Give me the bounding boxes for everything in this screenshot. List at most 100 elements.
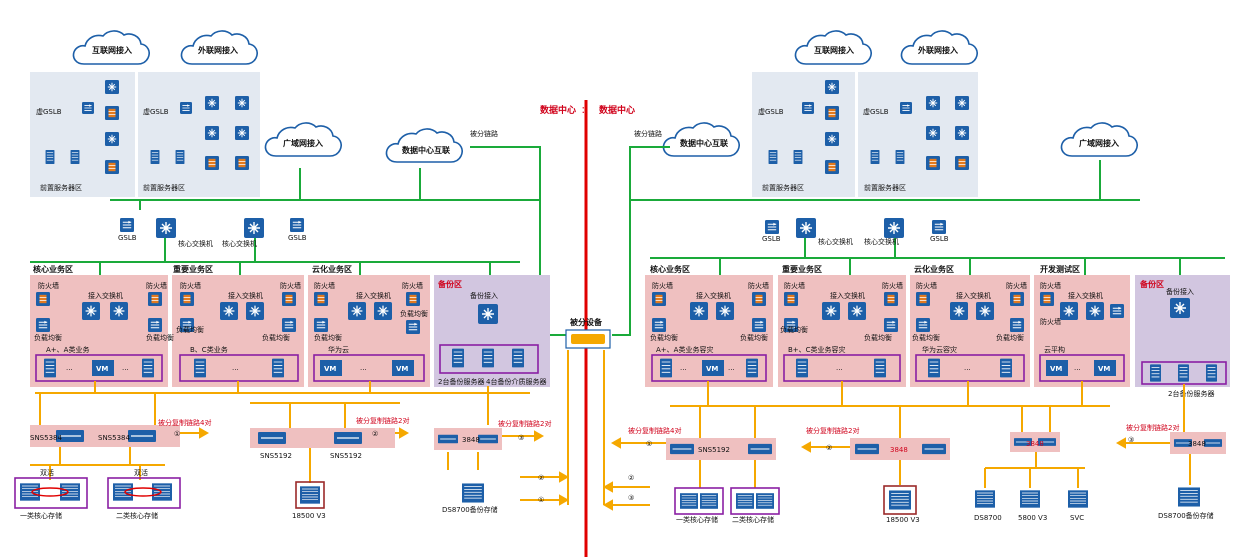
gslb-label-right-2: GSLB xyxy=(930,235,949,243)
server-icon xyxy=(45,150,55,164)
firewall-label: 防火墙 xyxy=(652,281,673,290)
load-balancer-icon xyxy=(148,318,162,332)
dc-right-title: 数据中心 xyxy=(599,104,635,116)
core-switch-icon xyxy=(796,218,816,238)
server-icon xyxy=(482,348,494,368)
storage-icon xyxy=(889,490,911,510)
sw3848-label: 3848 xyxy=(462,436,480,444)
internet-label-right: 互联网接入 xyxy=(814,45,854,55)
load-balance-label: 负载均衡 xyxy=(314,333,342,342)
vm-icon xyxy=(92,360,114,376)
load-balancer-icon xyxy=(884,318,898,332)
right-cloud-server-group xyxy=(915,354,1025,382)
left-cloud-label: 华为云 xyxy=(328,345,349,354)
firewall-icon xyxy=(235,156,249,170)
firewall-icon xyxy=(825,106,839,120)
gslb-icon xyxy=(180,102,192,114)
gslb-virtual-label-r2: 虚GSLB xyxy=(863,107,889,116)
right-backup-servers-label: 2台备份服务器 xyxy=(1168,389,1214,398)
storage-icon xyxy=(700,492,718,510)
num-1: ① xyxy=(646,440,652,448)
load-balance-label: 负载均衡 xyxy=(176,325,204,334)
gslb-icon xyxy=(290,218,304,232)
firewall-icon xyxy=(36,292,50,306)
right-store-2-frame xyxy=(730,487,780,515)
num-3: ③ xyxy=(628,494,634,502)
right-store-2-label: 二类核心存储 xyxy=(732,515,774,524)
storage-icon xyxy=(680,492,698,510)
right-front-panel-1 xyxy=(752,72,855,197)
firewall-icon xyxy=(1010,292,1024,306)
store-18500-frame xyxy=(295,481,325,509)
access-switch-label: 接入交换机 xyxy=(356,291,391,300)
gslb-icon xyxy=(120,218,134,232)
front-zone-label-2: 前置服务器区 xyxy=(143,183,185,192)
firewall-label: 防火墙 xyxy=(402,281,423,290)
right-san-pair-4 xyxy=(1170,432,1226,454)
dc-left-title: 数据中心 xyxy=(540,104,576,116)
gslb-virtual-label-r1: 虚GSLB xyxy=(758,107,784,116)
left-important-zone-title: 重要业务区 xyxy=(173,264,213,274)
right-san-pair-2 xyxy=(850,438,950,460)
server-icon xyxy=(142,358,154,378)
dots: ··· xyxy=(836,366,843,374)
num-3: ③ xyxy=(518,434,524,442)
server-icon xyxy=(512,348,524,368)
storage-icon xyxy=(975,489,995,509)
num-3: ③ xyxy=(1128,436,1134,444)
right-dev-cloud-label: 云平构 xyxy=(1044,345,1065,354)
load-balance-label: 负载均衡 xyxy=(996,333,1024,342)
firewall-label: 防火墙 xyxy=(38,281,59,290)
sns5192-label: SNS5192 xyxy=(260,452,292,460)
firewall-label: 防火墙 xyxy=(1040,281,1061,290)
core-switch-icon xyxy=(244,218,264,238)
vm-label: VM xyxy=(1098,365,1110,373)
repl-2-label-b: 被分复制链路2对 xyxy=(498,419,551,428)
vm-label: VM xyxy=(706,365,718,373)
access-switch-icon xyxy=(1060,302,1078,320)
vm-label: VM xyxy=(324,365,336,373)
right-backup-zone-title: 备份区 xyxy=(1139,279,1164,289)
access-switch-label: 接入交换机 xyxy=(1068,291,1103,300)
load-balance-label: 负载均衡 xyxy=(650,333,678,342)
gslb-virtual-label-1: 虚GSLB xyxy=(36,107,62,116)
vm-label: VM xyxy=(1050,365,1062,373)
left-orange-links xyxy=(30,350,569,505)
num-2: ② xyxy=(628,474,634,482)
access-switch-icon xyxy=(950,302,968,320)
firewall-icon xyxy=(282,292,296,306)
load-balancer-icon xyxy=(406,320,420,334)
firewall-icon xyxy=(916,292,930,306)
access-switch-icon xyxy=(822,302,840,320)
access-switch-icon xyxy=(246,302,264,320)
left-backup-zone xyxy=(434,275,550,387)
dots: ··· xyxy=(360,366,367,374)
s5800-label: 5800 V3 xyxy=(1018,514,1047,522)
storage-icon xyxy=(60,482,80,502)
firewall-icon xyxy=(105,160,119,174)
gslb-icon xyxy=(932,220,946,234)
san-switch-icon xyxy=(670,443,694,455)
vm-label: VM xyxy=(96,365,108,373)
dots: ··· xyxy=(1074,366,1081,374)
load-balance-label: 负载均衡 xyxy=(262,333,290,342)
server-icon xyxy=(1178,364,1189,382)
right-orange-links xyxy=(603,350,1191,505)
switch-icon xyxy=(205,126,219,140)
server-icon xyxy=(793,150,803,164)
core-switch-icon xyxy=(156,218,176,238)
dots: ··· xyxy=(66,366,73,374)
active-ring-icon xyxy=(124,487,162,497)
sns5384-label-2: SNS5384 xyxy=(98,434,130,442)
gslb-label-left-2: GSLB xyxy=(288,234,307,242)
firewall-label: 防火墙 xyxy=(916,281,937,290)
dots: ··· xyxy=(964,366,971,374)
repl-2-label-right-b: 被分复制链路2对 xyxy=(1126,423,1179,432)
firewall-icon xyxy=(926,156,940,170)
left-san-pair-3 xyxy=(434,428,502,450)
right-san-pair-1 xyxy=(666,438,776,460)
core-switch-label-2: 核心交换机 xyxy=(222,239,257,248)
server-icon xyxy=(660,358,672,378)
load-balancer-icon xyxy=(752,318,766,332)
